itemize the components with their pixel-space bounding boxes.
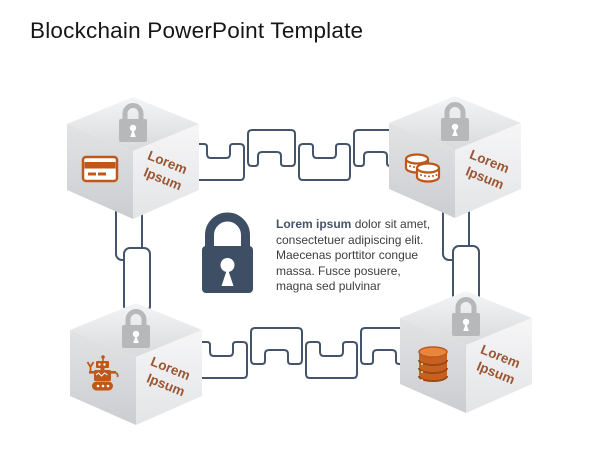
chain-right	[442, 203, 480, 305]
slide-title: Blockchain PowerPoint Template	[30, 18, 364, 43]
chain-link	[247, 129, 296, 167]
chain-link	[250, 327, 303, 365]
chain-bottom	[195, 327, 407, 379]
center-description-lead: Lorem ipsum	[276, 217, 352, 231]
cube-top-left: Lorem Ipsum	[67, 97, 199, 219]
center-description-body: dolor sit amet, consectetuer adipiscing …	[276, 217, 431, 294]
chain-link	[192, 143, 245, 181]
chain-top	[192, 129, 398, 181]
chain-link	[360, 327, 407, 365]
padlock-icon	[202, 212, 253, 293]
cube-top-right: Lorem Ipsum	[389, 96, 521, 218]
chain-link	[305, 341, 358, 379]
database-icon	[418, 346, 448, 382]
chain-link	[123, 247, 151, 313]
chain-link	[195, 341, 248, 379]
lock-icon	[70, 303, 202, 425]
coins-icon	[404, 153, 441, 183]
chain-left	[115, 203, 151, 313]
center-description: Lorem ipsum dolor sit amet, consectetuer…	[276, 217, 434, 295]
cube-bottom-right: Lorem Ipsum	[400, 291, 532, 413]
robot-icon	[86, 355, 119, 391]
cube-bottom-left: Lorem Ipsum	[70, 303, 202, 425]
chain-link	[298, 143, 351, 181]
credit-card-icon	[81, 155, 119, 183]
